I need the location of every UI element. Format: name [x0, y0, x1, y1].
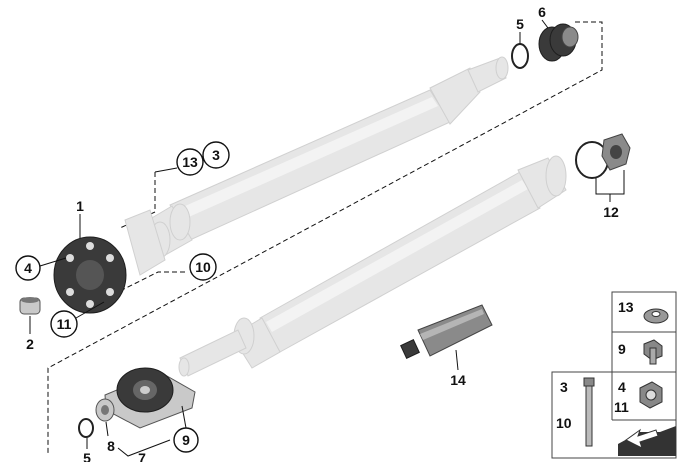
callout-14: 14 [450, 372, 466, 388]
flex-disc-icon [53, 236, 127, 314]
ring-lower-icon [78, 418, 94, 438]
hardware-legend: 13 9 3 10 4 11 [551, 291, 677, 459]
upper-driveshaft [124, 56, 509, 276]
washer-icon [643, 308, 669, 324]
callout-10: 10 [195, 259, 211, 275]
legend-4: 4 [618, 379, 626, 395]
rubber-boot-icon [538, 23, 579, 62]
callout-2: 2 [26, 336, 34, 352]
callout-3: 3 [212, 147, 220, 163]
lower-driveshaft [178, 155, 567, 377]
centering-sleeve-icon [19, 297, 41, 315]
grease-tube-icon [400, 304, 493, 359]
callout-4: 4 [24, 260, 32, 276]
legend-10: 10 [556, 415, 572, 431]
callout-5-upper: 5 [516, 16, 524, 32]
callout-6: 6 [538, 4, 546, 20]
bolt-icon [583, 377, 595, 447]
callout-5-lower: 5 [83, 450, 91, 462]
callout-13: 13 [182, 154, 198, 170]
hex-nut-icon [639, 381, 663, 409]
hex-nut-icon [643, 339, 663, 365]
legend-9: 9 [618, 341, 626, 357]
legend-11: 11 [614, 399, 629, 415]
sleeve-8-icon [95, 398, 115, 422]
callout-12: 12 [603, 204, 619, 220]
legend-3: 3 [560, 379, 568, 395]
callout-9: 9 [182, 432, 190, 448]
callout-1: 1 [76, 198, 84, 214]
direction-arrow-icon [618, 426, 676, 456]
rings-and-nut-12-icon [575, 133, 631, 179]
callout-11: 11 [57, 316, 72, 332]
legend-13: 13 [618, 299, 634, 315]
callout-labels: 1 2 4 11 13 3 10 5 6 12 14 8 [15, 4, 625, 462]
callout-8: 8 [107, 438, 115, 454]
callout-7: 7 [138, 450, 146, 462]
center-bearing-icon [104, 367, 196, 429]
ring-upper-icon [511, 43, 529, 69]
